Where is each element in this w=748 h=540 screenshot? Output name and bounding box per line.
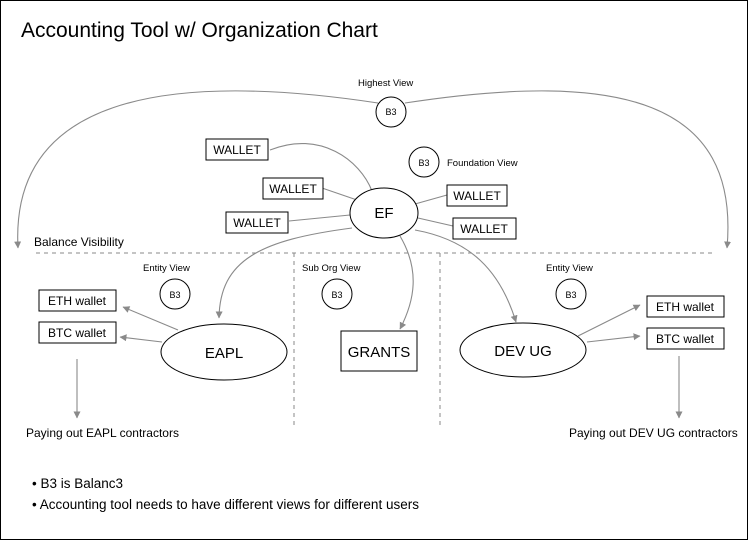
foundation-view-label: Foundation View bbox=[447, 158, 518, 169]
svg-text:BTC wallet: BTC wallet bbox=[48, 326, 107, 340]
ef-to-eapl-arrow bbox=[215, 227, 353, 319]
b3-label: B3 bbox=[418, 158, 429, 168]
b3-badge-foundation: B3 bbox=[408, 146, 440, 178]
eapl-payout-label: Paying out EAPL contractors bbox=[26, 426, 179, 440]
wallet-box: WALLET bbox=[446, 184, 508, 207]
grants-node: GRANTS bbox=[340, 330, 418, 372]
sub-org-view-label: Sub Org View bbox=[302, 263, 361, 274]
wallet-box: WALLET bbox=[205, 138, 269, 161]
svg-text:B3: B3 bbox=[331, 290, 342, 300]
note-item: • B3 is Balanc3 bbox=[32, 476, 123, 491]
wallet-box: WALLET bbox=[225, 211, 289, 234]
eapl-to-btc-arrow bbox=[119, 334, 163, 343]
svg-text:DEV UG: DEV UG bbox=[494, 343, 552, 360]
eapl-eth-wallet: ETH wallet bbox=[38, 289, 117, 312]
devug-to-eth-arrow bbox=[577, 304, 641, 337]
svg-text:GRANTS: GRANTS bbox=[348, 344, 411, 361]
svg-text:ETH wallet: ETH wallet bbox=[656, 300, 715, 314]
b3-badge-entity-left: B3 bbox=[159, 278, 191, 310]
balance-visibility-label: Balance Visibility bbox=[34, 235, 124, 249]
devug-eth-wallet: ETH wallet bbox=[646, 295, 725, 318]
devug-to-btc-arrow bbox=[586, 333, 641, 343]
svg-text:WALLET: WALLET bbox=[269, 182, 317, 196]
eapl-node: EAPL bbox=[160, 323, 288, 381]
ef-node: EF bbox=[349, 187, 419, 239]
devug-payout-label: Paying out DEV UG contractors bbox=[569, 426, 738, 440]
ef-to-grants-arrow bbox=[399, 235, 414, 330]
wallet-box: WALLET bbox=[452, 217, 517, 240]
svg-text:WALLET: WALLET bbox=[233, 216, 281, 230]
ef-wallet-connector bbox=[321, 187, 358, 201]
b3-badge-entity-right: B3 bbox=[555, 278, 587, 310]
b3-badge-highest: B3 bbox=[375, 96, 407, 128]
b3-badge-sub-org: B3 bbox=[321, 278, 353, 310]
ef-wallet-connector bbox=[417, 217, 454, 227]
eapl-btc-wallet: BTC wallet bbox=[38, 321, 117, 344]
entity-view-label-left: Entity View bbox=[143, 263, 190, 274]
highest-view-arc-left bbox=[14, 90, 379, 249]
entity-view-label-right: Entity View bbox=[546, 263, 593, 274]
ef-wallet-connector bbox=[414, 194, 448, 205]
eapl-to-eth-arrow bbox=[122, 306, 179, 331]
ef-to-devug-arrow bbox=[414, 229, 518, 323]
svg-text:B3: B3 bbox=[169, 290, 180, 300]
ef-wallet-connector bbox=[269, 143, 373, 192]
note-item: • Accounting tool needs to have differen… bbox=[32, 497, 419, 512]
highest-view-arc-right bbox=[404, 90, 732, 249]
b3-label: B3 bbox=[385, 107, 396, 117]
svg-text:BTC wallet: BTC wallet bbox=[656, 332, 715, 346]
svg-text:ETH wallet: ETH wallet bbox=[48, 294, 107, 308]
ef-wallet-connector bbox=[288, 214, 351, 222]
svg-text:WALLET: WALLET bbox=[213, 143, 261, 157]
diagram-title: Accounting Tool w/ Organization Chart bbox=[21, 19, 378, 42]
devug-node: DEV UG bbox=[459, 322, 587, 378]
highest-view-label: Highest View bbox=[358, 78, 413, 89]
svg-text:WALLET: WALLET bbox=[460, 222, 508, 236]
svg-text:EAPL: EAPL bbox=[205, 345, 243, 362]
devug-btc-wallet: BTC wallet bbox=[646, 327, 725, 350]
svg-text:B3: B3 bbox=[565, 290, 576, 300]
svg-text:EF: EF bbox=[374, 205, 393, 222]
wallet-box: WALLET bbox=[262, 177, 324, 200]
svg-text:WALLET: WALLET bbox=[453, 189, 501, 203]
